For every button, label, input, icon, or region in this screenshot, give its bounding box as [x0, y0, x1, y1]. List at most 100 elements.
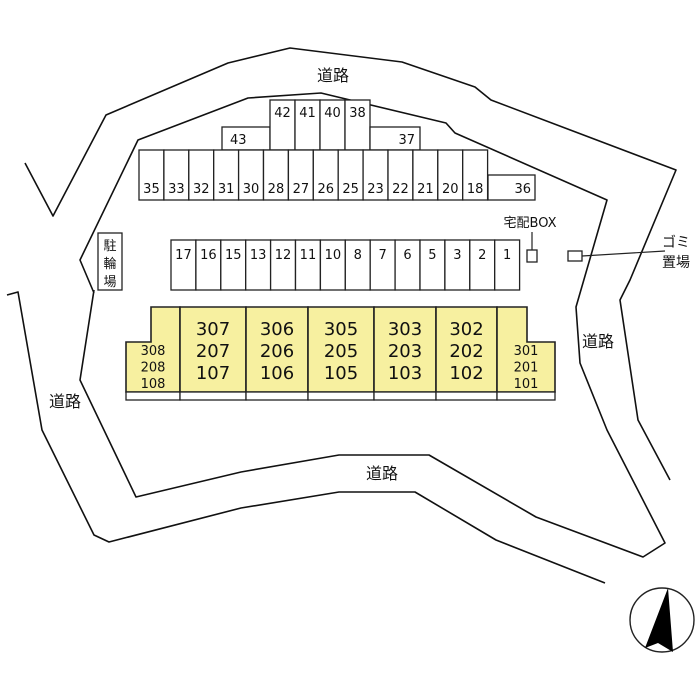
parking-space-number: 23 — [367, 182, 384, 197]
unit-number: 201 — [514, 361, 539, 376]
parking-space-36-number: 36 — [514, 182, 531, 197]
bicycle-parking — [97, 232, 123, 291]
unit-number: 308 — [141, 344, 166, 359]
delivery-box — [526, 249, 538, 263]
unit-number: 202 — [449, 341, 483, 362]
building-corridor — [125, 391, 181, 401]
garbage-area — [567, 250, 583, 262]
bicycle-parking-label-2: 輪 — [103, 256, 116, 272]
parking-space-number: 42 — [274, 106, 291, 121]
garbage-label-1: ゴミ — [662, 234, 690, 251]
parking-space — [462, 149, 489, 201]
parking-space-number: 20 — [442, 182, 459, 197]
parking-space-43-number: 43 — [230, 133, 247, 148]
building-corridor — [373, 391, 437, 401]
parking-space-number: 38 — [349, 106, 366, 121]
unit-number: 207 — [196, 341, 230, 362]
parking-space — [344, 239, 371, 291]
garbage-label-2: 置場 — [662, 255, 690, 271]
bicycle-parking-label-3: 場 — [103, 275, 116, 290]
building-corridor — [435, 391, 498, 401]
parking-space-number: 12 — [275, 248, 292, 263]
parking-space-number: 8 — [354, 248, 362, 263]
parking-space-number: 10 — [325, 248, 342, 263]
parking-space-number: 15 — [225, 248, 242, 263]
parking-space-number: 18 — [467, 182, 484, 197]
unit-number: 307 — [196, 319, 230, 340]
unit-number: 101 — [514, 377, 539, 392]
parking-space — [237, 149, 265, 201]
unit-number: 306 — [260, 319, 294, 340]
parking-space-number: 16 — [200, 248, 217, 263]
parking-space-number: 1 — [503, 248, 511, 263]
road-inner-boundary — [79, 92, 666, 558]
road-left-bottom-boundary — [6, 291, 606, 584]
north-arrow-icon — [645, 588, 673, 652]
parking-space-number: 32 — [193, 182, 210, 197]
apartment-building: 3082081083072071073062061063052051053032… — [125, 306, 556, 401]
parking-space — [437, 149, 464, 201]
parking-space — [319, 239, 346, 291]
parking-space-number: 41 — [299, 106, 316, 121]
parking-space-number: 21 — [417, 182, 434, 197]
unit-number: 205 — [324, 341, 358, 362]
unit-number: 105 — [324, 363, 358, 384]
unit-number: 106 — [260, 363, 294, 384]
unit-number: 303 — [388, 319, 422, 340]
parking-space — [262, 149, 290, 201]
parking-space-number: 11 — [300, 248, 317, 263]
parking-space — [245, 239, 272, 291]
parking-space — [469, 239, 496, 291]
unit-number: 301 — [514, 344, 539, 359]
parking-space — [188, 149, 215, 201]
parking-space-36 — [487, 174, 536, 201]
road-label-left: 道路 — [49, 392, 81, 411]
parking-space-37-number: 37 — [398, 133, 415, 148]
parking-space-number: 7 — [379, 248, 387, 263]
parking-space — [220, 239, 247, 291]
road-label-top: 道路 — [317, 66, 349, 85]
parking-space-number: 13 — [250, 248, 267, 263]
unit-number: 208 — [141, 361, 166, 376]
road-outer-boundary — [24, 47, 677, 481]
parking-space — [412, 149, 439, 201]
parking-space-number: 40 — [324, 106, 341, 121]
parking-space-number: 6 — [403, 248, 411, 263]
parking-space-number: 27 — [293, 182, 310, 197]
parking-space-number: 3 — [453, 248, 461, 263]
unit-number: 103 — [388, 363, 422, 384]
north-arrow-compass — [629, 587, 695, 653]
road-label-right: 道路 — [582, 332, 614, 351]
parking-space-number: 17 — [175, 248, 192, 263]
parking-space-number: 2 — [478, 248, 486, 263]
building-corridor — [307, 391, 375, 401]
parking-space — [163, 149, 190, 201]
unit-number: 302 — [449, 319, 483, 340]
unit-number: 206 — [260, 341, 294, 362]
parking-space-number: 31 — [218, 182, 235, 197]
parking-space-number: 25 — [342, 182, 359, 197]
parking-space-number: 28 — [268, 182, 285, 197]
parking-space-number: 35 — [143, 182, 160, 197]
bicycle-parking-label-1: 駐 — [103, 239, 116, 254]
building-corridor — [245, 391, 309, 401]
unit-number: 203 — [388, 341, 422, 362]
road-label-bottom: 道路 — [366, 464, 398, 483]
parking-space — [294, 239, 322, 291]
parking-space-number: 22 — [392, 182, 409, 197]
building-corridor — [496, 391, 556, 401]
unit-number: 102 — [449, 363, 483, 384]
parking-space — [287, 149, 314, 201]
unit-number: 107 — [196, 363, 230, 384]
parking-space-number: 5 — [428, 248, 436, 263]
parking-space — [494, 239, 521, 291]
delivery-box-label: 宅配BOX — [504, 216, 557, 231]
parking-space-number: 26 — [317, 182, 334, 197]
parking-space — [419, 239, 446, 291]
garbage-leader — [581, 250, 666, 257]
parking-space — [337, 149, 364, 201]
unit-number: 108 — [141, 377, 166, 392]
parking-space-number: 30 — [243, 182, 260, 197]
